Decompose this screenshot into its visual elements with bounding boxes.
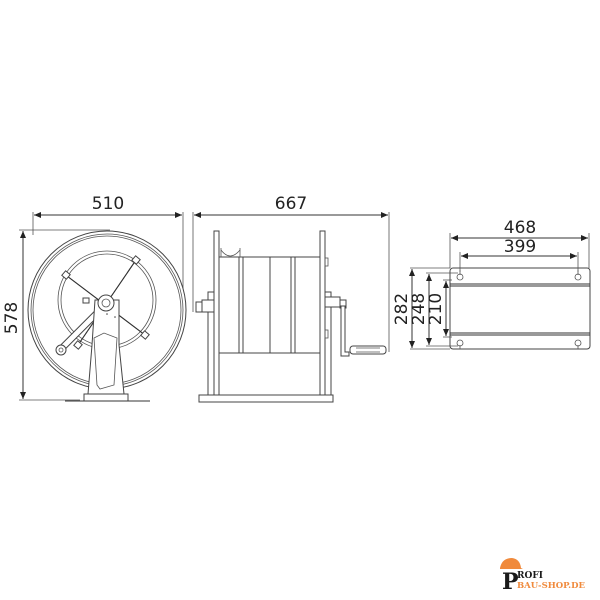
front-view: 510 578 [2,194,187,402]
dim-label-282: 282 [392,293,412,325]
mounting-plate-view: 468 399 282 248 210 [392,218,591,350]
dimension-468: 468 [449,218,590,268]
dim-label-210: 210 [426,293,446,325]
side-view: 667 [192,194,390,403]
dim-label-578: 578 [2,302,22,334]
dimension-282: 282 [392,267,450,350]
dimension-248: 248 [409,272,458,347]
dim-label-667: 667 [275,194,307,214]
helmet-icon [499,558,523,569]
dimension-399: 399 [459,237,579,272]
dim-label-468: 468 [504,218,536,238]
dimension-210: 210 [426,279,452,338]
dim-label-248: 248 [409,293,429,325]
logo-line1: ROFI [517,571,543,581]
dimension-667: 667 [192,194,390,352]
dimension-510: 510 [32,194,184,300]
logo-initial: P [502,569,519,595]
dimension-578: 578 [2,229,110,401]
dim-label-510: 510 [92,194,124,214]
logo-line2: BAU-SHOP.DE [517,581,585,591]
dim-label-399: 399 [504,237,536,257]
profi-bau-shop-logo[interactable]: P ROFI BAU-SHOP.DE [499,556,600,596]
